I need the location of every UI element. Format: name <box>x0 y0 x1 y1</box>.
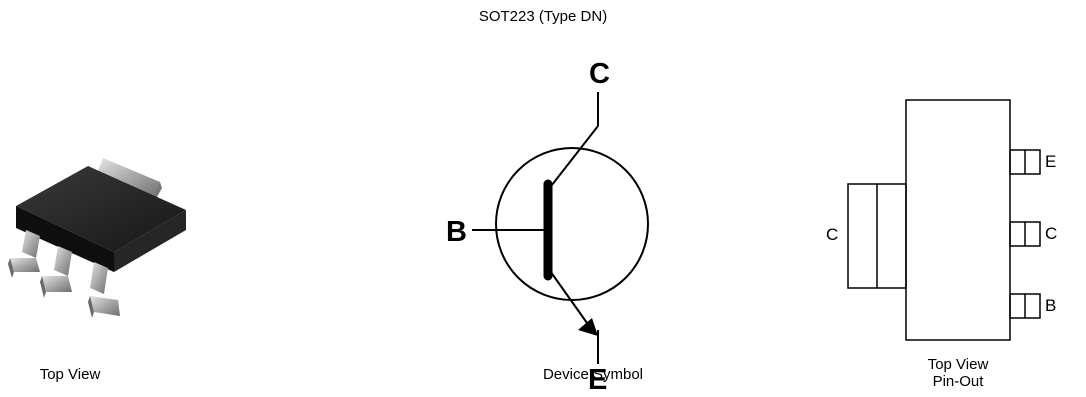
pinout-tab-label: C <box>826 225 839 244</box>
transistor-circle <box>495 147 649 301</box>
pinout-pin2-label: C <box>1045 224 1058 243</box>
pin-3-outline <box>1009 293 1041 319</box>
collector-diagonal <box>547 125 599 191</box>
package-body-front <box>16 206 114 272</box>
pin-1-outline <box>1009 149 1041 175</box>
pinout-pin1-label: E <box>1045 152 1057 171</box>
tab-lead <box>96 158 160 200</box>
page-title: SOT223 (Type DN) <box>478 8 608 25</box>
caption-pinout-line1: Top View <box>927 356 989 373</box>
base-label: B <box>446 216 467 248</box>
emitter-label: E <box>588 364 608 396</box>
sot223-package-icon <box>8 158 186 318</box>
caption-pinout-line2: Pin-Out <box>932 373 984 390</box>
lead-2 <box>40 246 72 298</box>
package-outline <box>905 99 1011 341</box>
emitter-arrow <box>578 318 598 336</box>
caption-pinout: Top View Pin-Out <box>888 356 1028 390</box>
caption-top-view: Top View <box>39 366 101 383</box>
package-body-top <box>16 166 186 252</box>
emitter-diagonal <box>547 267 593 331</box>
collector-label: C <box>589 58 610 90</box>
pin-2-outline <box>1009 221 1041 247</box>
lead-1 <box>8 230 40 278</box>
lead-3 <box>88 262 120 318</box>
caption-device-symbol: Device Symbol <box>542 366 644 383</box>
pinout-pin3-label: B <box>1045 296 1057 315</box>
